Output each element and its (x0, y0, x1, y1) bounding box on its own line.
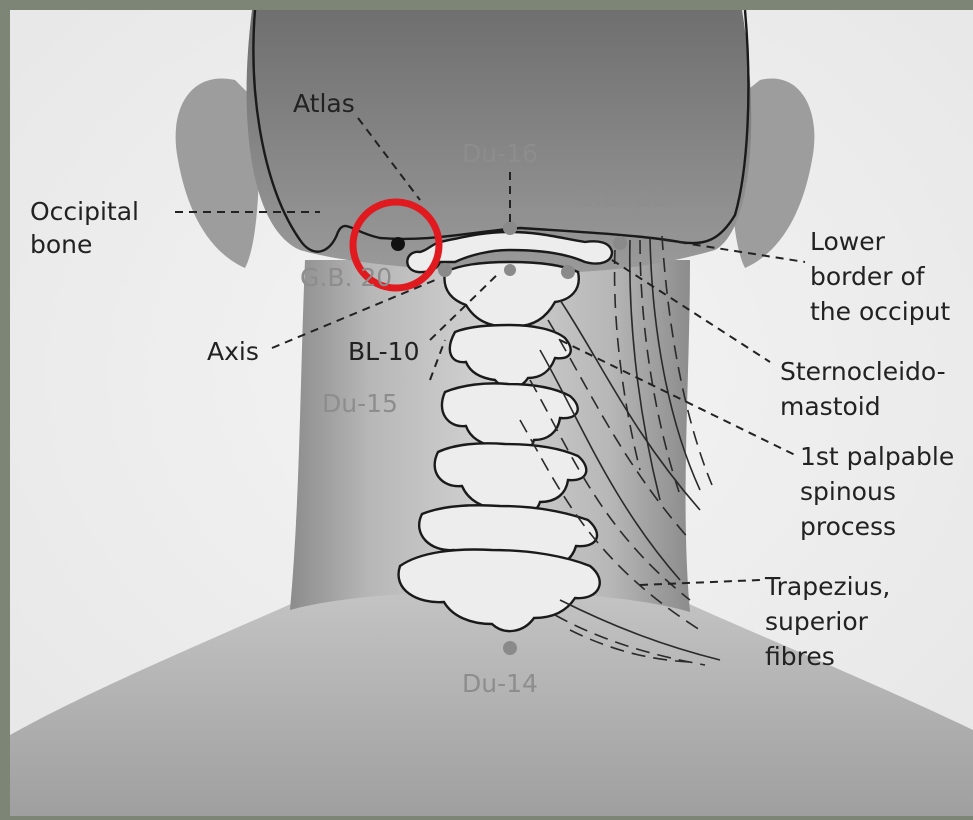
label-spinous: spinous (800, 477, 896, 506)
label-superior: superior (765, 607, 869, 636)
label-du15: Du-15 (322, 389, 398, 418)
label-occipital: Occipital (30, 197, 139, 226)
label-gb20-left: G.B. 20 (300, 263, 392, 292)
label-bone: bone (30, 230, 92, 259)
label-mastoid: mastoid (780, 392, 881, 421)
label-sternocleido: Sternocleido- (780, 357, 946, 386)
label-gb20-right: G.B.-20 (575, 183, 668, 212)
du16-point (503, 221, 517, 235)
label-1st-palpable: 1st palpable (800, 442, 954, 471)
label-fibres: fibres (765, 642, 835, 671)
label-bl10: BL-10 (348, 337, 419, 366)
label-process: process (800, 512, 896, 541)
label-axis: Axis (207, 337, 259, 366)
du15-point (504, 264, 516, 276)
label-lower: Lower (810, 227, 886, 256)
label-trapezius: Trapezius, (764, 572, 890, 601)
gb20-right-point (613, 236, 627, 250)
gb20-left-point (438, 263, 452, 277)
label-the-occiput: the occiput (810, 297, 950, 326)
bl10-right-point (561, 265, 575, 279)
du14-point (503, 641, 517, 655)
label-du14: Du-14 (462, 669, 538, 698)
highlight-dot (391, 237, 405, 251)
label-border-of: border of (810, 262, 926, 291)
label-atlas: Atlas (293, 89, 355, 118)
label-du16: Du-16 (462, 139, 538, 168)
